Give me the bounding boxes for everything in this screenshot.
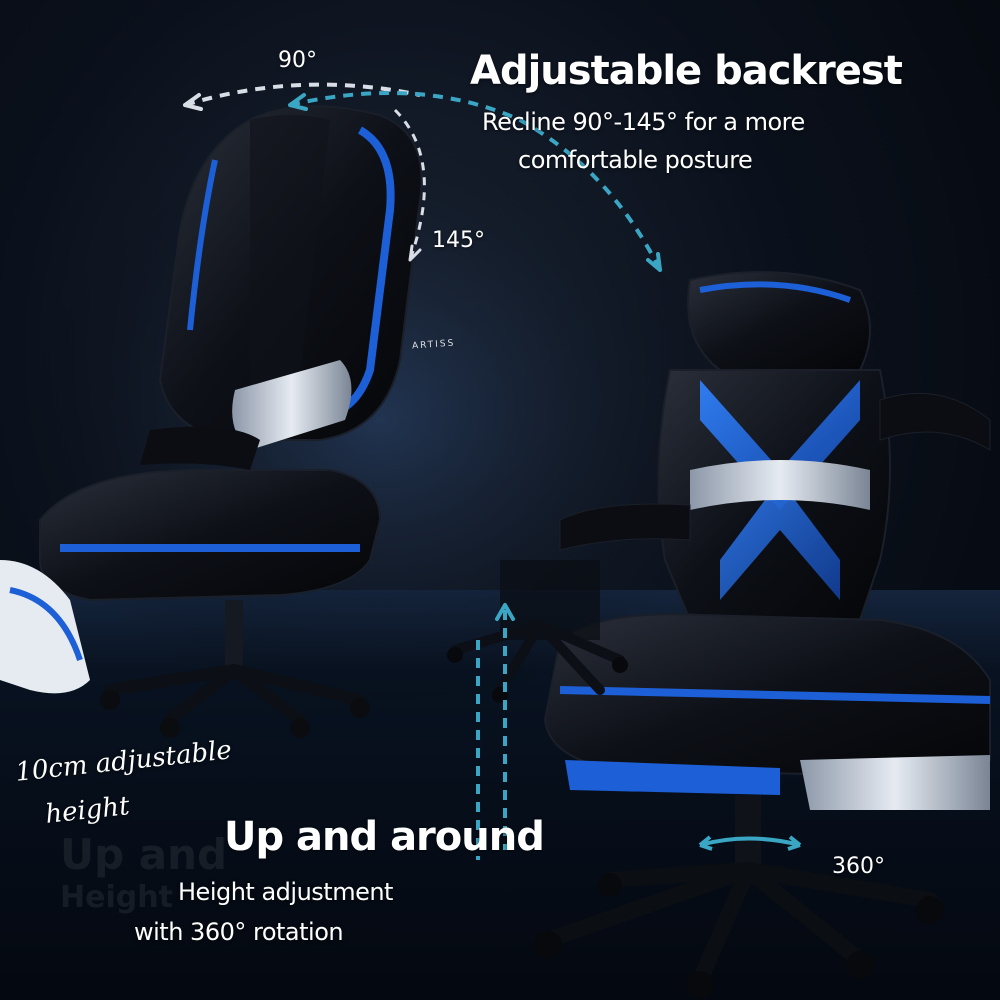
backrest-description-line1: Recline 90°-145° for a more xyxy=(482,108,805,136)
backrest-description-line2: comfortable posture xyxy=(518,146,753,174)
rotation-360-label: 360° xyxy=(832,854,885,879)
height-description-line2: with 360° rotation xyxy=(134,918,344,946)
recline-arrows xyxy=(183,82,662,272)
height-heading: Up and around xyxy=(224,814,545,860)
upright-chair xyxy=(447,271,991,999)
height-description-line1: Height adjustment xyxy=(178,878,393,906)
height-arrow xyxy=(476,603,515,860)
angle-145-label: 145° xyxy=(432,228,485,253)
ghost-text: Up and xyxy=(60,830,228,879)
angle-90-label: 90° xyxy=(278,48,317,73)
backrest-heading: Adjustable backrest xyxy=(470,48,903,94)
reclined-chair xyxy=(0,105,423,738)
